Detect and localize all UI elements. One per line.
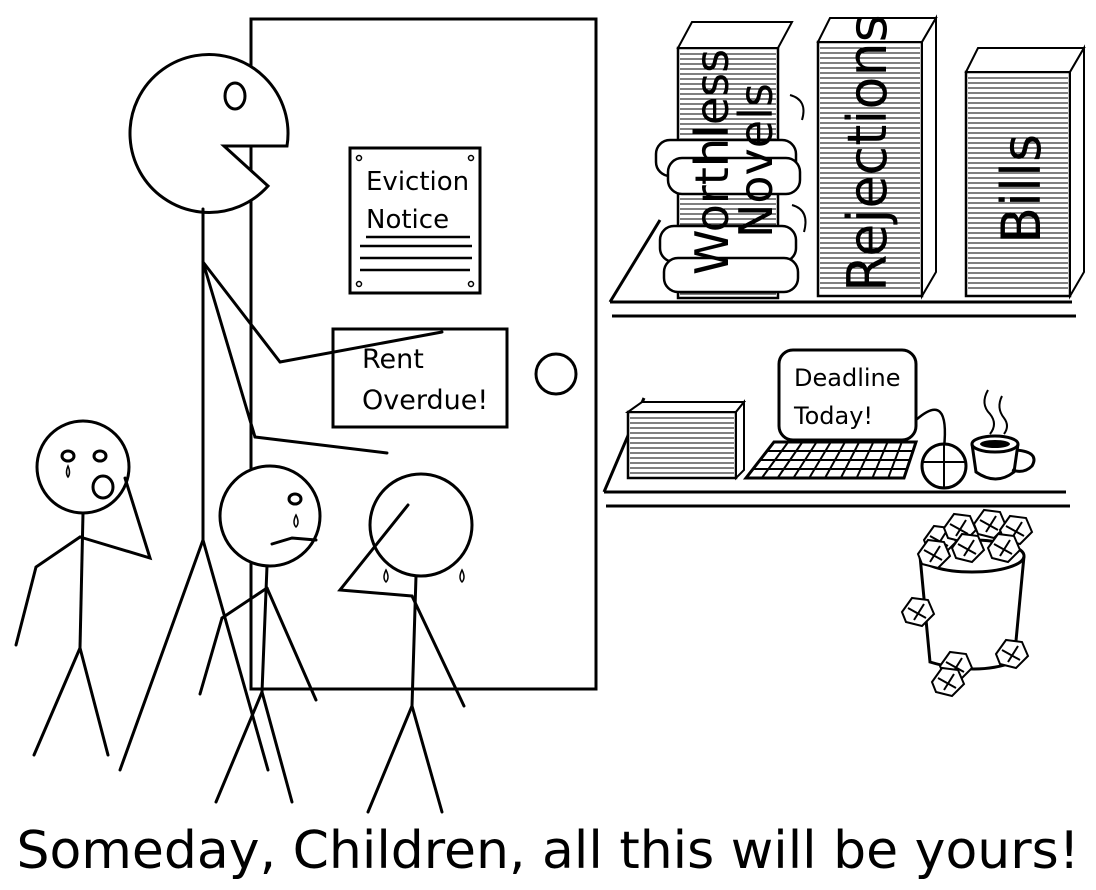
eviction-notice: Eviction Notice <box>348 146 482 295</box>
novels-word1: Worthless <box>685 49 739 275</box>
coffee-cup <box>970 389 1036 481</box>
novels-word2: Novels <box>729 83 783 238</box>
bills-label: Bills <box>990 134 1053 244</box>
eviction-line1: Eviction <box>366 167 469 197</box>
laptop-screen <box>777 348 918 442</box>
rent-overdue-sign: Rent Overdue! <box>331 327 509 429</box>
door <box>249 17 598 691</box>
top-shelf <box>608 219 1076 318</box>
bills-stack: Bills <box>964 44 1086 300</box>
adult-eye <box>223 81 247 111</box>
rejections-label: Rejections <box>836 14 899 292</box>
adult-stick-figure <box>118 53 444 772</box>
child-right <box>337 472 474 814</box>
eviction-line2: Notice <box>366 205 449 235</box>
paper-stack <box>624 399 747 481</box>
child-right-head <box>368 472 474 578</box>
child-middle-head <box>218 464 322 568</box>
door-knob <box>534 352 578 396</box>
caption: Someday, Children, all this will be your… <box>16 821 1080 881</box>
child-middle <box>198 464 322 804</box>
novels-stack: Worthless Novels <box>654 21 807 300</box>
child-left <box>14 419 153 757</box>
trash-can <box>900 508 1034 698</box>
rent-line2: Overdue! <box>362 385 488 416</box>
laptop: Deadline Today! <box>742 348 968 490</box>
rejections-stack: Rejections <box>816 14 938 300</box>
monitor-line2: Today! <box>793 402 873 430</box>
adult-head <box>128 53 290 214</box>
rent-line1: Rent <box>362 344 424 375</box>
monitor-line1: Deadline <box>794 364 901 392</box>
child-left-head <box>35 419 131 515</box>
